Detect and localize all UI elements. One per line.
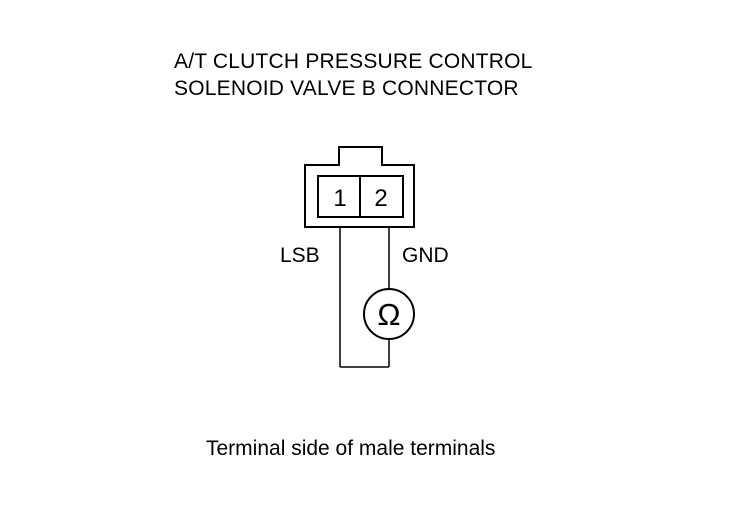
connector-housing [304, 146, 415, 228]
terminal-2-number: 2 [374, 185, 387, 212]
terminal-2-label: GND [402, 244, 449, 267]
terminal-1-number: 1 [333, 185, 346, 212]
terminal-1-label: LSB [280, 244, 320, 267]
caption: Terminal side of male terminals [206, 437, 496, 460]
ohmmeter-icon [363, 288, 415, 340]
title-line-2: SOLENOID VALVE B CONNECTOR [174, 77, 519, 100]
ohm-symbol: Ω [377, 297, 400, 332]
title-line-1: A/T CLUTCH PRESSURE CONTROL [174, 50, 533, 73]
